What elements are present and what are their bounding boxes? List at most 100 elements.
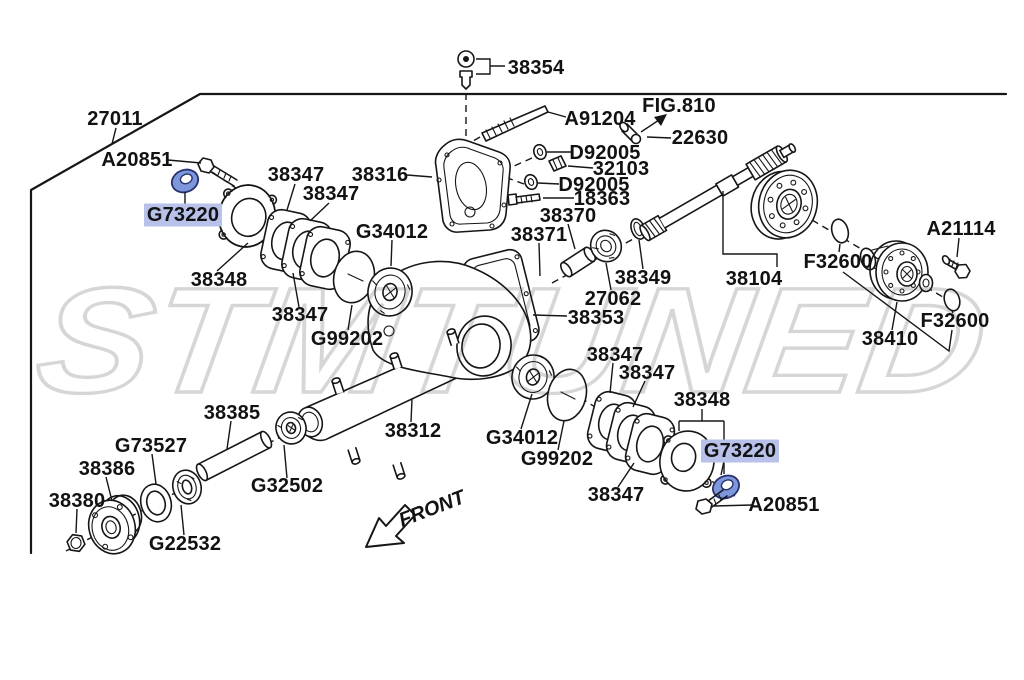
svg-text:A21114: A21114 [926,218,996,240]
washer-g73527-drawing [139,483,173,523]
front-arrow-icon [365,504,416,548]
part-label-27062: 27062 [585,288,642,310]
breather-22630-drawing [619,121,642,145]
part-label-g73220-highlighted[interactable]: G73220 [701,439,779,463]
part-label-g73527: G73527 [115,435,187,457]
svg-text:A20851: A20851 [101,149,172,171]
part-label-g99202: G99202 [521,448,593,470]
part-labels-layer: 3835427011A20851G73220383473834738316A91… [49,57,996,555]
svg-text:32103: 32103 [593,158,650,180]
part-label-a91204: A91204 [564,108,636,130]
svg-text:G99202: G99202 [521,448,593,470]
part-label-27011: 27011 [87,108,143,130]
plug-32103-drawing [548,155,567,172]
svg-text:38347: 38347 [303,183,360,205]
part-label-f32600: F32600 [920,310,989,332]
oring-g99202-lower-drawing [546,368,588,422]
drain-plug-38354-drawing [457,50,505,90]
svg-text:38347: 38347 [619,362,676,384]
part-label-fig810: FIG.810 [642,95,715,117]
svg-text:38354: 38354 [508,57,565,79]
watermark-text: STMTUNED [28,257,996,424]
bearing-g32502-drawing [275,411,307,445]
part-label-38371: 38371 [511,224,568,246]
part-label-38316: 38316 [352,164,409,186]
part-label-a20851: A20851 [101,149,172,171]
part-label-38348: 38348 [674,389,731,411]
part-label-38104: 38104 [726,268,783,290]
bolt-a20851-lower-drawing [695,489,728,515]
svg-text:38348: 38348 [191,269,248,291]
shim-f32600-2-drawing [943,288,961,312]
svg-text:38371: 38371 [511,224,568,246]
part-label-38353: 38353 [568,307,625,329]
svg-text:38410: 38410 [862,328,919,350]
washer-d92005-1-drawing [533,143,547,161]
bolt-a20851-upper-drawing [197,157,238,187]
svg-text:38348: 38348 [674,389,731,411]
svg-text:38312: 38312 [385,420,442,442]
svg-text:38386: 38386 [79,458,136,480]
drive-pinion-38104-drawing [639,143,819,267]
diagram-border [29,92,1008,555]
svg-text:D92005: D92005 [569,142,640,164]
part-label-f32600: F32600 [803,251,872,273]
svg-text:38347: 38347 [587,344,644,366]
svg-text:38370: 38370 [540,205,597,227]
part-label-38347: 38347 [303,183,360,205]
part-label-g34012: G34012 [356,221,428,243]
part-label-38386: 38386 [79,458,136,480]
part-label-38354: 38354 [508,57,565,79]
svg-text:38104: 38104 [726,268,783,290]
bearing-g34012-upper-drawing [367,267,413,317]
svg-text:D92005: D92005 [558,174,629,196]
part-label-highlight [701,439,779,463]
svg-text:27011: 27011 [87,108,143,130]
svg-text:38347: 38347 [272,304,329,326]
svg-text:38316: 38316 [352,164,409,186]
svg-text:G22532: G22532 [149,533,221,555]
part-label-a21114: A21114 [926,218,996,240]
part-label-38410: 38410 [862,328,919,350]
part-label-38347: 38347 [268,164,325,186]
rear-cover-38316-drawing [434,138,511,233]
washer-d92005-2-drawing [524,173,538,191]
part-label-38347: 38347 [588,484,645,506]
gasket-38347-lower-stack-drawing [586,390,676,476]
bearing-g22532-drawing [171,469,203,505]
part-label-32103: 32103 [593,158,650,180]
part-label-g32502: G32502 [251,475,323,497]
svg-text:G99202: G99202 [311,328,383,350]
svg-text:A91204: A91204 [564,108,636,130]
svg-text:G73220: G73220 [147,204,219,226]
svg-text:38353: 38353 [568,307,625,329]
svg-text:38347: 38347 [588,484,645,506]
part-label-38347: 38347 [587,344,644,366]
part-label-g34012: G34012 [486,427,558,449]
part-label-22630: 22630 [672,127,728,149]
part-label-highlight [144,203,222,227]
svg-text:27062: 27062 [585,288,642,310]
nut-38380-drawing [66,533,86,553]
leader-lines [75,111,960,536]
part-label-g22532: G22532 [149,533,221,555]
retainer-38348-lower-drawing [659,430,716,492]
part-label-g73220-highlighted[interactable]: G73220 [144,203,222,227]
seal-g73220-upper-drawing [170,168,200,194]
bolt-a21114-drawing [941,255,971,279]
svg-text:38347: 38347 [268,164,325,186]
shim-f32600-1-drawing [830,218,850,244]
front-direction-marker: FRONT [365,486,470,548]
part-label-38370: 38370 [540,205,597,227]
svg-text:38385: 38385 [204,402,261,424]
part-label-38348: 38348 [191,269,248,291]
bearing-g34012-lower-drawing [511,354,555,400]
svg-text:38380: 38380 [49,490,106,512]
bearing-27062-drawing [589,229,623,263]
part-label-38347: 38347 [272,304,329,326]
svg-text:G34012: G34012 [356,221,428,243]
svg-text:G73220: G73220 [704,440,776,462]
svg-text:38349: 38349 [615,267,672,289]
